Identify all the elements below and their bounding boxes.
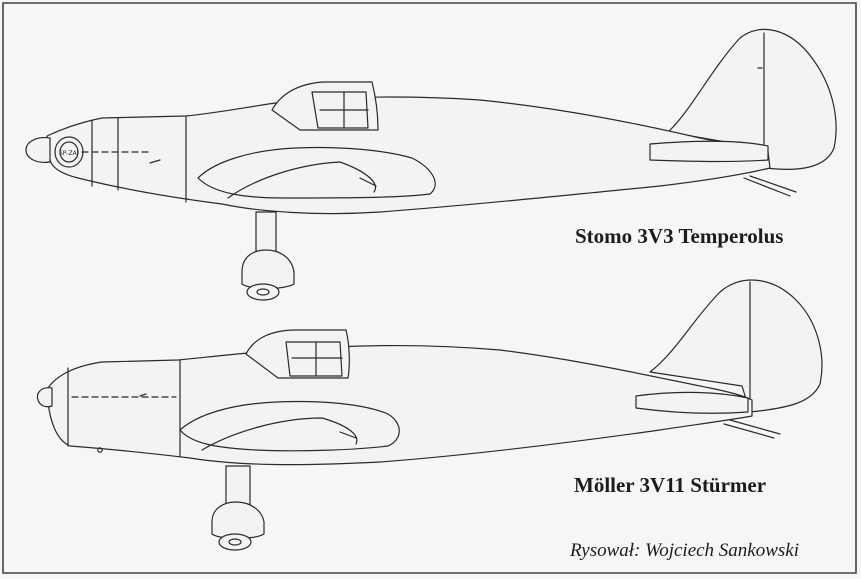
aircraft-1-spinner	[26, 138, 50, 163]
aircraft-1-fin	[668, 29, 836, 169]
aircraft-1-drawing: SP-ZAJ	[26, 29, 836, 300]
aircraft-2-spinner	[38, 388, 52, 407]
aircraft-2-fin	[650, 280, 822, 412]
aircraft-1-nose-marking: SP-ZAJ	[59, 150, 79, 157]
frame-border	[3, 3, 856, 573]
drawing-credit: Rysował: Wojciech Sankowski	[570, 540, 800, 561]
aircraft-2-tail-skid	[724, 420, 780, 438]
aircraft-2-tailplane	[636, 392, 748, 413]
aircraft-1-canopy	[272, 82, 378, 130]
aircraft-1-wheel	[247, 284, 279, 300]
aircraft-2-caption: Möller 3V11 Stürmer	[574, 473, 767, 497]
aircraft-1-tailplane	[650, 141, 768, 161]
aircraft-2-wing	[180, 402, 399, 451]
aircraft-2-wheel	[219, 534, 251, 550]
aircraft-2-gear-fairing	[212, 502, 264, 539]
aircraft-1-caption: Stomo 3V3 Temperolus	[575, 224, 784, 248]
aircraft-1-gear-fairing	[242, 250, 294, 289]
aircraft-2-drawing	[38, 280, 822, 550]
aircraft-1-tail-skid	[744, 176, 796, 196]
